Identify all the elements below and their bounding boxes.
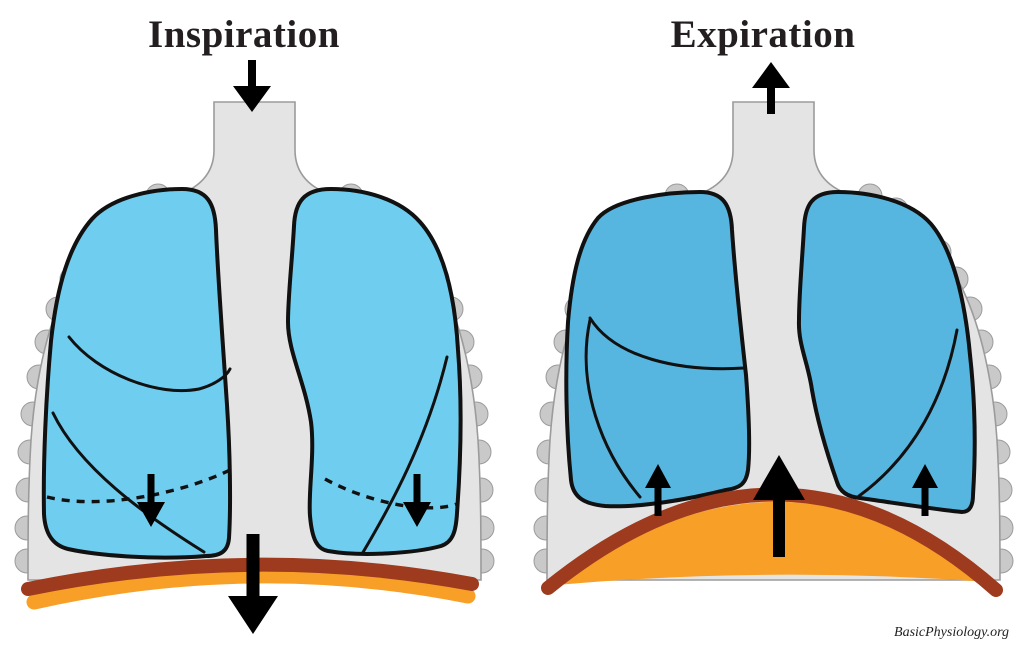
left-lung-oblique-fissure xyxy=(584,318,642,499)
left-lung-horizontal-fissure xyxy=(588,316,746,371)
expiration-left-lung xyxy=(564,190,752,509)
left-lung-oblique-fissure xyxy=(51,411,206,554)
inspiration-title: Inspiration xyxy=(148,13,340,56)
right-lung-up-arrow-icon xyxy=(912,464,938,516)
right-lung-oblique-fissure xyxy=(360,355,449,556)
right-lung-oblique-fissure xyxy=(857,328,959,498)
right-lung-down-arrow-icon xyxy=(403,474,431,527)
left-lung-down-arrow-icon xyxy=(137,474,165,527)
inspiration-panel xyxy=(14,60,495,634)
dashed-relaxed-diaphragm-line xyxy=(46,468,231,504)
expiration-panel xyxy=(533,62,1014,597)
diaphragm-down-arrow-icon xyxy=(228,534,278,634)
credit-text: BasicPhysiology.org xyxy=(894,625,1009,640)
expiration-right-lung xyxy=(796,190,977,514)
inspiration-right-lung xyxy=(286,187,463,556)
left-lung-up-arrow-icon xyxy=(645,464,671,516)
diaphragm-up-arrow-icon xyxy=(753,455,805,557)
inspiration-left-lung xyxy=(41,187,233,560)
trachea-airflow-up-arrow-icon xyxy=(752,62,790,114)
expiration-title: Expiration xyxy=(670,13,856,56)
left-lung-horizontal-fissure xyxy=(67,335,232,393)
dashed-relaxed-diaphragm-line xyxy=(324,477,458,510)
trachea-airflow-down-arrow-icon xyxy=(233,60,271,112)
